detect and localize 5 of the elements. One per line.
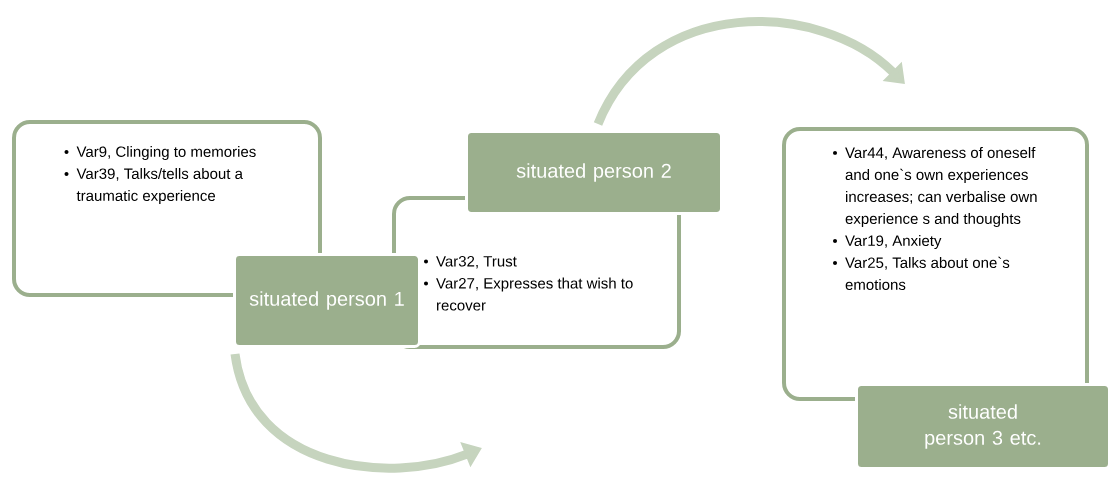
curved-arrow [594, 17, 905, 127]
label-box: situated person 1 [233, 253, 421, 348]
label-box: situated person 3 etc. [855, 383, 1111, 470]
list-box: Var44, Awareness of oneself and one`s own experiences increases; can verbalise own experience s and thoughts Var19, Anxiety Var25, Talks about one`s emotions [782, 127, 1089, 401]
label-box: situated person 2 [465, 130, 723, 215]
